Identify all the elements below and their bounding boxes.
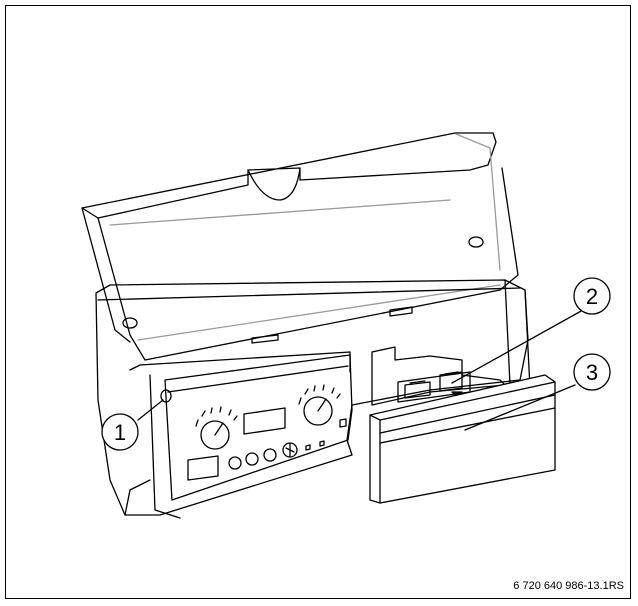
- push-button-2: [245, 452, 259, 466]
- callout-3-label: 3: [586, 360, 598, 385]
- leader-3: [464, 384, 576, 431]
- push-button-3: [263, 448, 277, 462]
- push-button-4: [282, 442, 298, 458]
- control-panel: [164, 354, 353, 501]
- left-rotary-knob: [200, 420, 230, 450]
- right-rotary-knob: [303, 396, 333, 426]
- cover-hinge-right: [389, 306, 413, 317]
- transparent-cover: [81, 132, 519, 361]
- fuse-cover-panel: [369, 374, 556, 504]
- callout-2: 2: [573, 277, 611, 315]
- main-switch: [187, 455, 219, 481]
- cover-hole-right: [468, 236, 484, 248]
- display-window: [243, 407, 286, 435]
- figure-code: 6 720 640 986-13.1RS: [513, 580, 624, 592]
- callout-1-label: 1: [114, 420, 126, 445]
- leader-1: [137, 399, 164, 421]
- callout-3: 3: [573, 353, 611, 391]
- fuse-compartment: [371, 346, 506, 406]
- push-button-1: [228, 456, 242, 470]
- callouts: 1 2 3: [101, 277, 611, 451]
- callout-1: 1: [101, 413, 139, 451]
- callout-2-label: 2: [586, 284, 598, 309]
- callout-leaders: [137, 309, 584, 431]
- leader-2: [451, 309, 584, 384]
- cover-hole-left: [122, 317, 138, 329]
- figure-frame: [5, 5, 631, 599]
- cover-hinge-left: [251, 334, 279, 344]
- fuse-1: [404, 381, 431, 399]
